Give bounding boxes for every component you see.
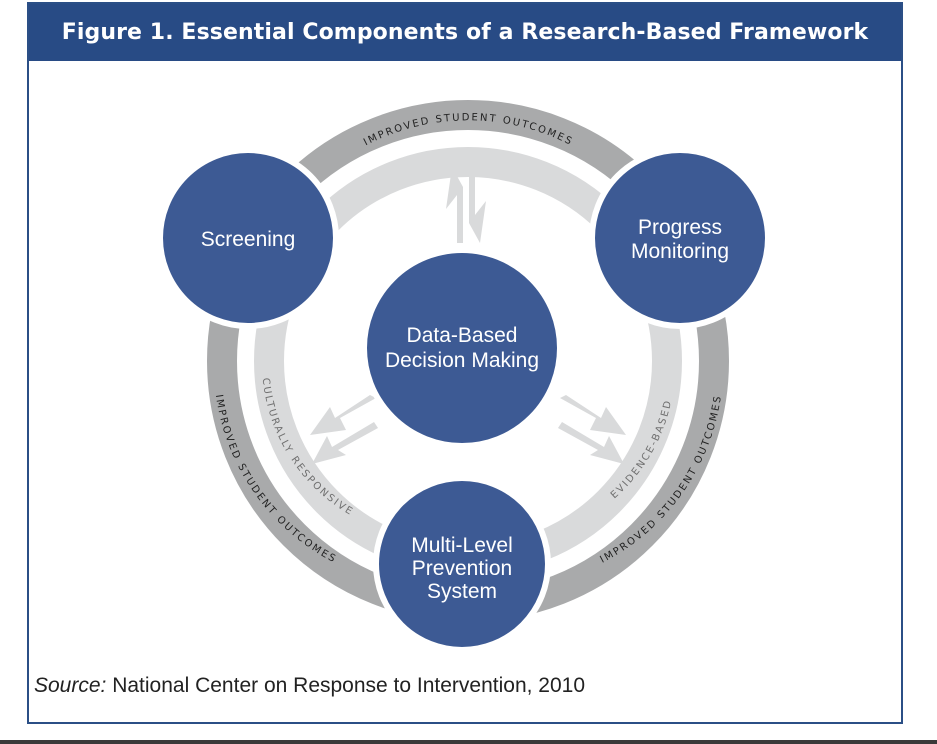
node-multi-level-prevention-system: Multi-Level Prevention System [373, 475, 551, 653]
node-data-based-decision-making: Data-Based Decision Making [361, 247, 563, 449]
source-text: National Center on Response to Intervent… [106, 674, 586, 697]
node-data-based-line-1: Data-Based [407, 324, 518, 347]
node-progress-monitoring: Progress Monitoring [589, 147, 771, 329]
arrow-right [558, 395, 626, 464]
node-progress-monitoring-line-1: Progress [638, 216, 722, 239]
arrow-left [310, 395, 378, 464]
node-screening: Screening [157, 147, 339, 329]
figure-header: Figure 1. Essential Components of a Rese… [29, 4, 901, 61]
node-screening-label: Screening [201, 228, 296, 251]
node-multi-level-line-3: System [427, 580, 497, 603]
node-multi-level-line-1: Multi-Level [411, 534, 513, 557]
node-progress-monitoring-line-2: Monitoring [631, 240, 729, 263]
node-multi-level-line-2: Prevention [412, 557, 512, 580]
figure-title: Figure 1. Essential Components of a Rese… [61, 20, 869, 45]
node-data-based-line-2: Decision Making [385, 349, 539, 372]
bottom-rule [0, 740, 937, 744]
source-caption: Source: National Center on Response to I… [34, 674, 585, 698]
arrow-top [446, 167, 486, 243]
source-label: Source: [34, 674, 107, 697]
